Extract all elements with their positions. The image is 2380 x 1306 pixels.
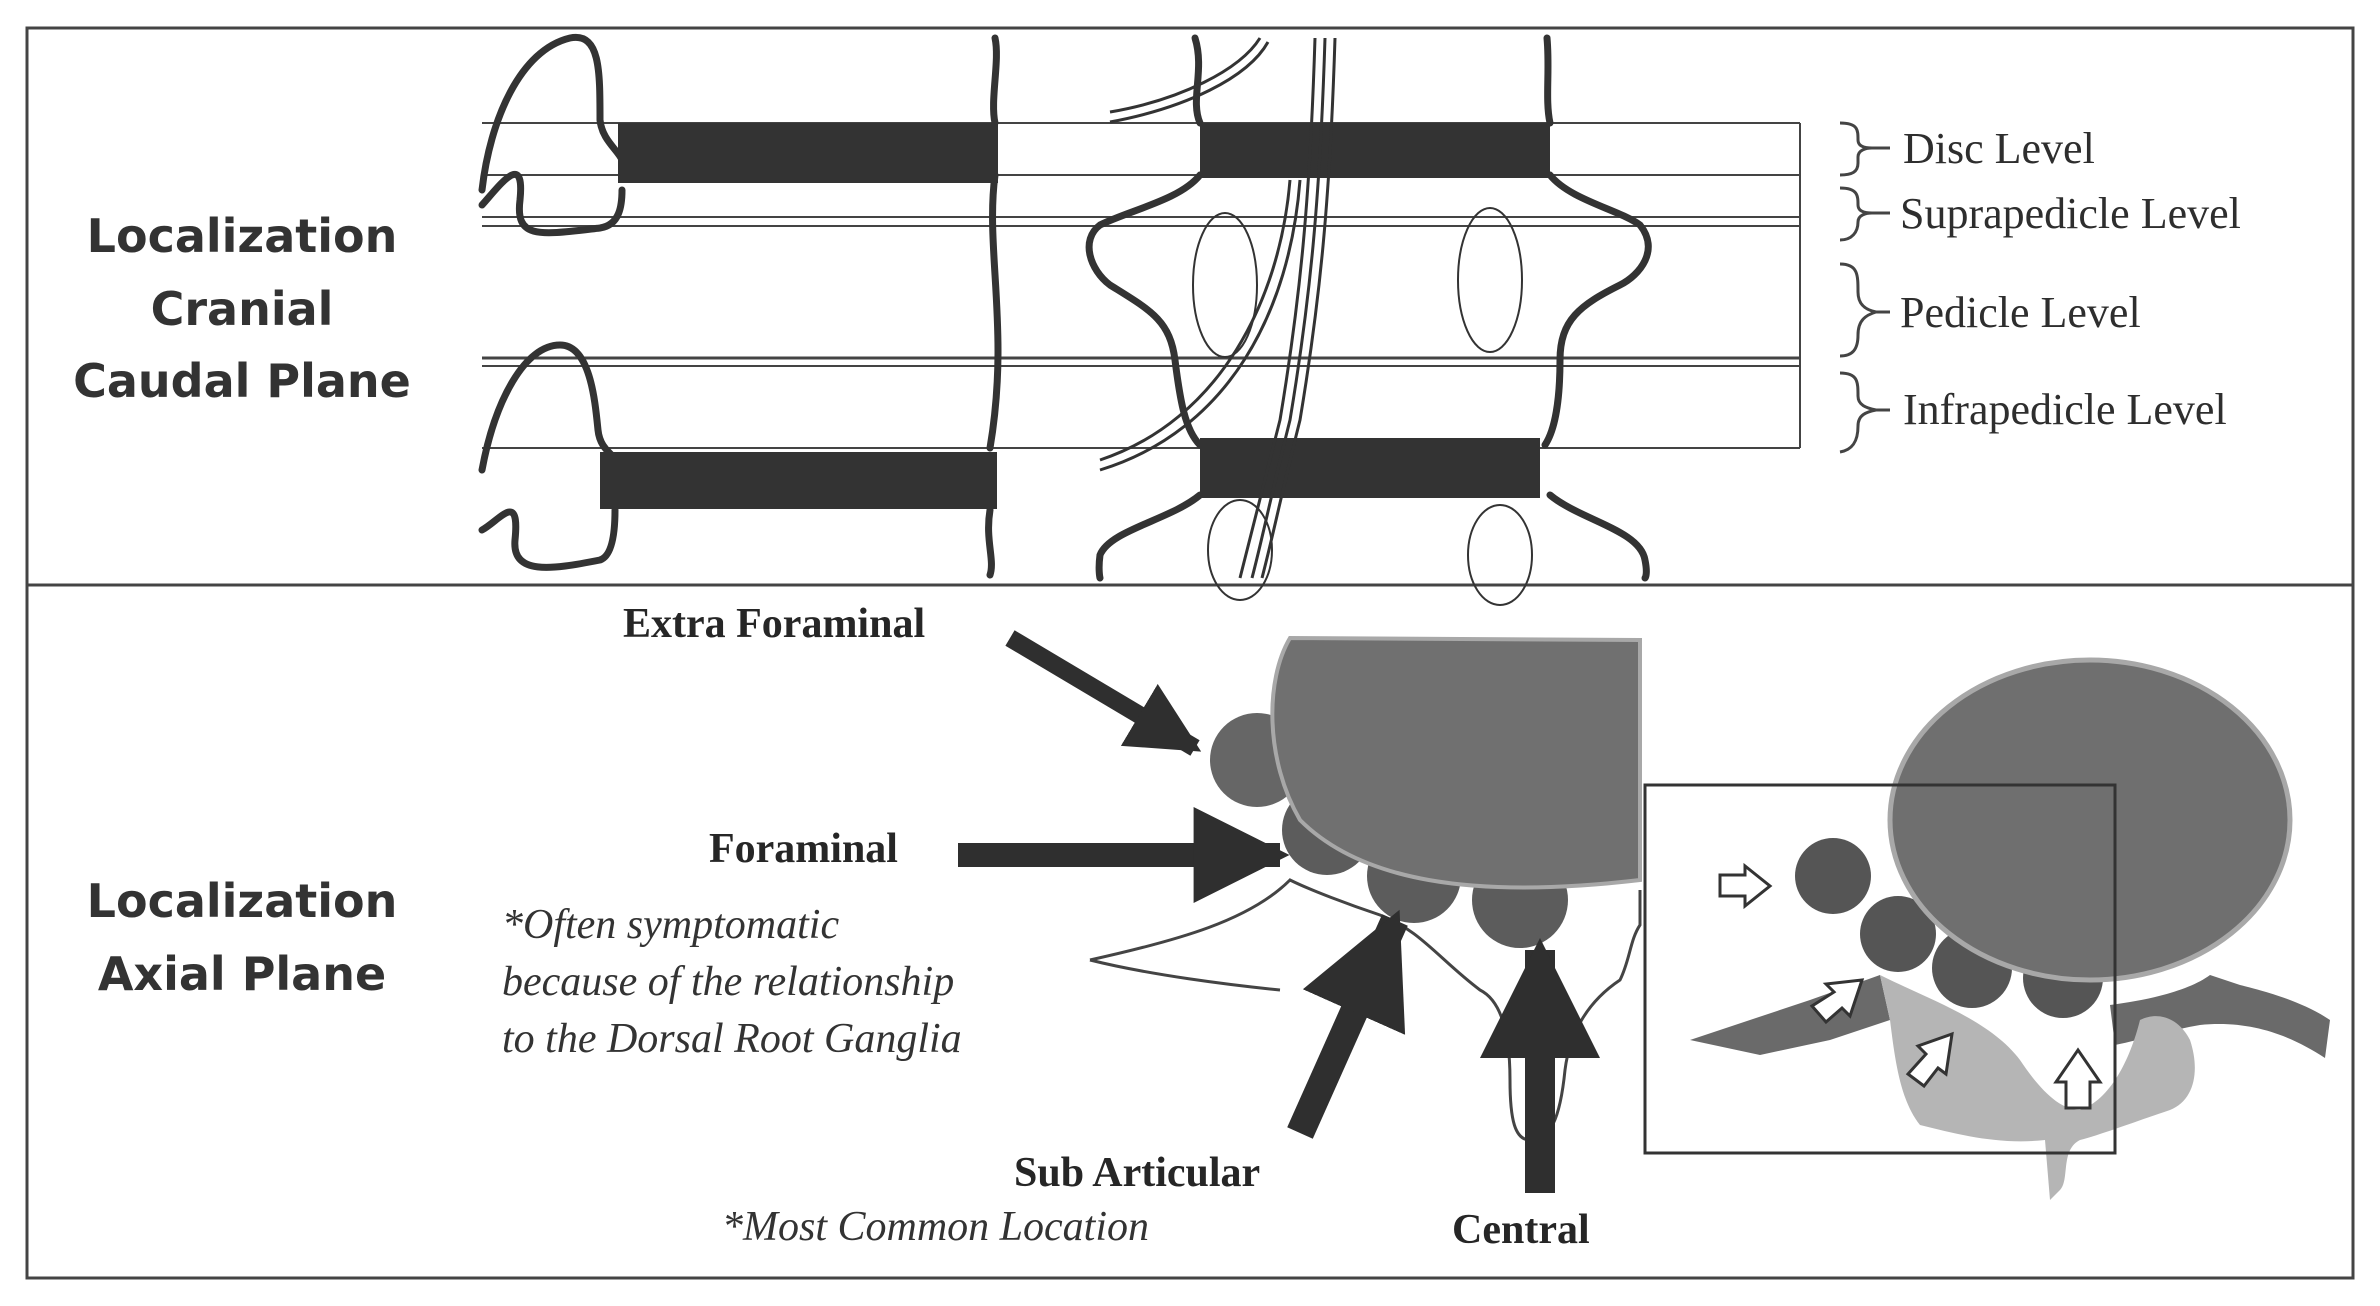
inset-bulge-1 (1795, 838, 1871, 914)
extra-foraminal-label: Extra Foraminal (623, 601, 925, 647)
inset-vertebral-body (1887, 657, 2293, 983)
inset-extra-foraminal-arrow (1718, 862, 1773, 910)
top-panel-title: Localization Cranial Caudal Plane (73, 209, 411, 408)
pedicle-ovals (1192, 207, 1533, 606)
inset-lamina-right (2110, 975, 2330, 1058)
axial-inset (1643, 657, 2330, 1200)
posterior-spine-view (1085, 34, 1652, 582)
top-title-line-1: Localization (87, 209, 398, 263)
infrapedicle-level-label: Infrapedicle Level (1903, 385, 2227, 434)
bottom-title-line-1: Localization (87, 874, 398, 928)
inset-spinal-bone (1880, 975, 2195, 1200)
bottom-title-line-2: Axial Plane (98, 947, 386, 1001)
nerve-roots (1099, 37, 1337, 579)
disc-lower-posterior (1200, 438, 1540, 498)
inset-bulge-2 (1860, 896, 1936, 972)
level-guides (482, 122, 1801, 449)
top-title-line-3: Caudal Plane (73, 354, 411, 408)
extra-foraminal-arrow (1005, 630, 1202, 756)
axial-facet-outline (1089, 958, 1281, 992)
foraminal-note-line-1: *Often symptomatic (502, 902, 839, 948)
inset-sub-articular-arrow (1905, 1031, 1954, 1089)
inset-box (1643, 783, 2117, 1155)
bottom-panel-title: Localization Axial Plane (87, 874, 398, 1001)
sub-articular-label: Sub Articular (1014, 1150, 1260, 1196)
disc-level-label: Disc Level (1903, 124, 2095, 173)
inset-foraminal-arrow (1809, 978, 1865, 1025)
lateral-spine-view (478, 33, 1002, 579)
inset-central-arrow (2053, 1047, 2103, 1110)
suprapedicle-level-label: Suprapedicle Level (1900, 189, 2241, 238)
outer-border (25, 26, 2355, 1280)
disc-upper-lateral (618, 123, 998, 183)
central-label: Central (1452, 1207, 1590, 1253)
disc-upper-posterior (1200, 123, 1550, 178)
foraminal-label: Foraminal (709, 826, 898, 872)
vertebral-body-left (1270, 635, 1642, 890)
foraminal-note-line-2: because of the relationship (502, 959, 954, 1005)
foraminal-note-line-3: to the Dorsal Root Ganglia (502, 1016, 962, 1062)
top-title-line-2: Cranial (151, 282, 334, 336)
sub-articular-arrow (1287, 909, 1408, 1139)
pedicle-level-label: Pedicle Level (1900, 288, 2141, 337)
level-brackets (1839, 121, 1890, 454)
sub-articular-note: *Most Common Location (722, 1204, 1149, 1250)
disc-lower-lateral (600, 452, 997, 509)
